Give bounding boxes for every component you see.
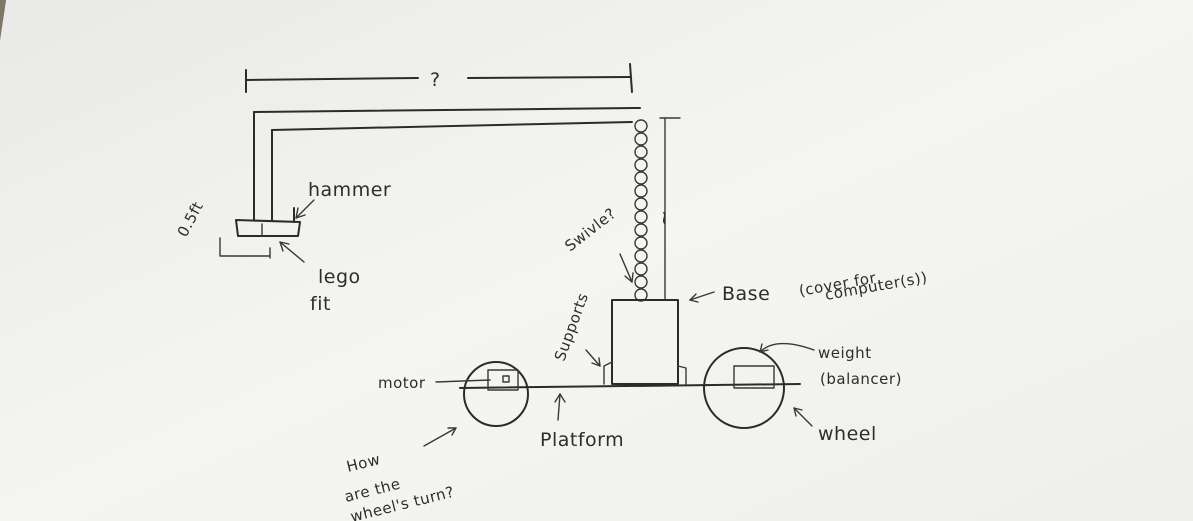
arrow-base [689,291,715,301]
base-box [611,299,679,385]
platform-line [459,383,801,389]
right-wheel [703,347,785,429]
hammer-arm [235,107,641,237]
left-dimension-line [219,237,271,259]
dimension-question-mark: ? [430,69,441,91]
arrow-lego [279,241,305,263]
top-dimension-line [245,63,633,93]
left-wheel [463,361,529,427]
arrow-hammer [295,199,315,219]
arrow-platform [557,393,561,421]
arrow-how [423,427,457,447]
label-fit: fit [310,293,331,315]
label-hammer: hammer [308,179,391,201]
arrow-supports [585,349,601,367]
support-right [677,365,687,385]
label-balancer: (balancer) [820,370,902,388]
arrow-swivel [619,253,633,283]
support-left [603,361,613,385]
arrow-wheel [793,407,813,427]
motor-shaft [502,375,510,383]
weight-box [733,365,775,389]
label-base: Base [722,283,770,305]
label-motor: motor [378,374,426,392]
label-lego: lego [318,266,361,288]
motor-pointer [435,379,491,383]
label-tilde: ~ [653,210,675,226]
label-platform: Platform [540,429,624,451]
swivel-chain [634,119,648,302]
label-weight: weight [818,344,872,362]
desk-corner [0,0,6,40]
arrow-weight [759,342,815,353]
label-wheel: wheel [818,423,877,445]
